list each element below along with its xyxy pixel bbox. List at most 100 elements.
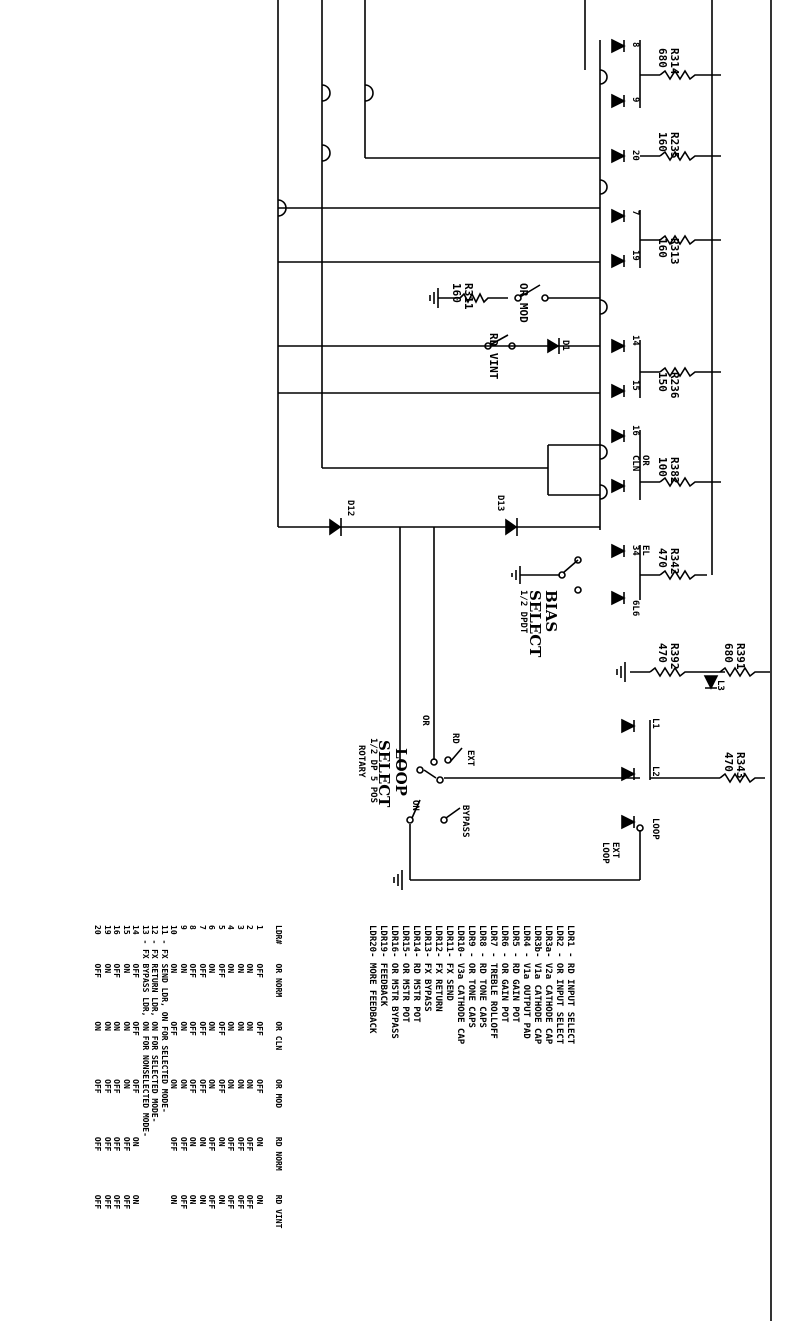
resistors-zigzag — [630, 69, 770, 784]
led-l2-label: L2 — [650, 766, 660, 777]
table-row: 10 ON OFF ON OFF ON — [169, 925, 179, 1243]
r235-value: 160 — [656, 132, 669, 152]
r314-value: 680 — [656, 48, 669, 68]
ground-r392 — [616, 662, 626, 682]
led-7-label: 7 — [630, 210, 640, 216]
d1-label: D1 — [560, 340, 570, 351]
loop-select-sub2: ROTARY — [356, 745, 366, 778]
r343-value: 470 — [722, 752, 735, 772]
r391-value: 680 — [722, 643, 735, 663]
r392-value: 470 — [656, 643, 669, 663]
led-rails — [639, 40, 720, 780]
r314-label: R314 — [668, 48, 681, 75]
led-19-label: 19 — [630, 250, 640, 261]
ldr-legend-item: LDR5 - RD GAIN POT — [510, 925, 520, 1023]
ldr-legend-item: LDR2 - OR INPUT SELECT — [554, 925, 564, 1045]
table-row: 1 OFF OFF OFF ON ON — [255, 925, 264, 1243]
r343-label: R343 — [734, 752, 747, 779]
bias-select-title2: SELECT — [526, 590, 544, 658]
ldr-legend-item: LDR12- FX RETURN — [433, 925, 443, 1012]
table-row: 15 ON ON ON OFF OFF — [122, 925, 131, 1243]
rd-vint-branch — [484, 334, 560, 354]
ldr-legend-item: LDR9 - OR TONE CAPS — [466, 925, 476, 1028]
table-header: LDR# OR NORM OR CLN OR MOD RD NORM RD VI… — [274, 925, 283, 1243]
table-spacer — [264, 925, 274, 1243]
r235-label: R235 — [668, 132, 681, 159]
bus-wires — [277, 0, 772, 1321]
ldr-legend-item: LDR3a- V2a CATHODE CAP — [543, 925, 553, 1045]
table-row: 8 OFF OFF OFF ON ON — [188, 925, 198, 1243]
led-15-label: 15 — [630, 380, 640, 391]
table-note: 11 - FX SEND LDR, ON FOR SELECTED MODE- — [160, 925, 169, 1113]
led-34-label: 34 — [630, 545, 640, 556]
bias-select-sub: 1/2 DPDT — [518, 590, 528, 634]
loop-select-title: LOOP — [392, 748, 410, 796]
r342-value: 470 — [656, 548, 669, 568]
ext-loop-label: EXT LOOP — [600, 842, 620, 864]
table-row: 6 ON ON ON OFF OFF — [207, 925, 217, 1243]
led-8-label: 8 — [630, 42, 640, 48]
loop-pos-rd: RD — [450, 733, 460, 744]
ldr-legend-item: LDR6 - OR GAIN POT — [499, 925, 509, 1023]
table-row: 7 OFF OFF OFF ON ON — [198, 925, 207, 1243]
r311-value: 160 — [450, 283, 463, 303]
loop-label: LOOP — [650, 818, 660, 840]
ldr-legend-item: LDR3b- V1a CATHODE CAP — [532, 925, 542, 1045]
table-row: 9 ON ON ON OFF OFF — [179, 925, 188, 1243]
ldr-legend-item: LDR4 - V1a OUTPUT PAD — [521, 925, 531, 1039]
r311-label: R311 — [462, 283, 475, 310]
ldr-legend-item: LDR14- RD MSTR POT — [411, 925, 421, 1023]
r392-label: R392 — [668, 643, 681, 670]
table-note: 12 - FX RETURN LDR, ON FOR SELECTED MODE… — [150, 925, 160, 1123]
ldr-legend-item: LDR7 - TREBLE ROLLOFF — [488, 925, 498, 1039]
table-row: 16 OFF ON OFF OFF OFF — [112, 925, 122, 1243]
table-row: 14 OFF OFF OFF ON ON — [131, 925, 141, 1243]
led-16-label: 16 — [630, 425, 640, 436]
bias-select-title: BIAS — [542, 590, 560, 633]
r313-label: R313 — [668, 238, 681, 265]
led-20-label: 20 — [630, 150, 640, 161]
r382-label: R382 — [668, 457, 681, 484]
bias-select-switch — [511, 556, 582, 594]
table-row: 4 ON ON ON OFF OFF — [226, 925, 236, 1243]
led-el-label: EL — [640, 545, 650, 556]
ldr-leds — [611, 38, 719, 830]
ldr-legend-item: LDR13- FX BYPASS — [422, 925, 432, 1012]
rd-vint-label: RD VINT — [487, 333, 500, 380]
loop-pos-on: ON — [410, 800, 420, 811]
led-l3-label: L3 — [715, 680, 725, 691]
r342-label: R342 — [668, 548, 681, 575]
or-mod-label: OR MOD — [517, 283, 530, 323]
loop-select-switch — [393, 747, 644, 890]
ldr-legend-item: LDR8 - RD TONE CAPS — [477, 925, 487, 1028]
d12-d13-diodes — [329, 518, 518, 770]
r236-value: 150 — [656, 372, 669, 392]
ldr-truth-table: LDR# OR NORM OR CLN OR MOD RD NORM RD VI… — [93, 925, 284, 1243]
loop-pos-ext: EXT — [465, 750, 475, 767]
loop-pos-or: OR — [420, 715, 430, 726]
loop-pos-bypass: BYPASS — [460, 805, 470, 838]
r311-branch — [429, 284, 600, 308]
or-cln-label: OR CLN — [630, 455, 650, 472]
led-9-label: 9 — [630, 97, 640, 103]
ldr-legend-item: LDR10- V3a CATHODE CAP — [455, 925, 465, 1045]
ldr-legend-item: LDR1 - RD INPUT SELECT — [565, 925, 575, 1045]
ldr-legend-item: LDR20- MORE FEEDBACK — [367, 925, 377, 1034]
r236-label: R236 — [668, 372, 681, 399]
table-row: 3 ON ON ON OFF OFF — [236, 925, 245, 1243]
led-l1-label: L1 — [650, 718, 660, 729]
r391-label: R391 — [734, 643, 747, 670]
ldr-legend-item: LDR15- OR MSTR POT — [400, 925, 410, 1023]
table-note: 13 - FX BYPASS LDR, ON FOR NONSELECTED M… — [141, 925, 150, 1137]
led-14-label: 14 — [630, 335, 640, 346]
table-row: 19 ON ON OFF OFF OFF — [103, 925, 112, 1243]
d13-label: D13 — [495, 495, 505, 512]
r382-value: 100 — [656, 457, 669, 477]
ldr-legend-item: LDR16- OR MSTR BYPASS — [389, 925, 399, 1039]
table-row: 5 OFF OFF OFF ON ON — [217, 925, 226, 1243]
ldr-legend-item: LDR19- FEEDBACK — [378, 925, 388, 1007]
ldr-legend-item: LDR11- FX SEND — [444, 925, 454, 1001]
r313-value: 160 — [656, 238, 669, 258]
